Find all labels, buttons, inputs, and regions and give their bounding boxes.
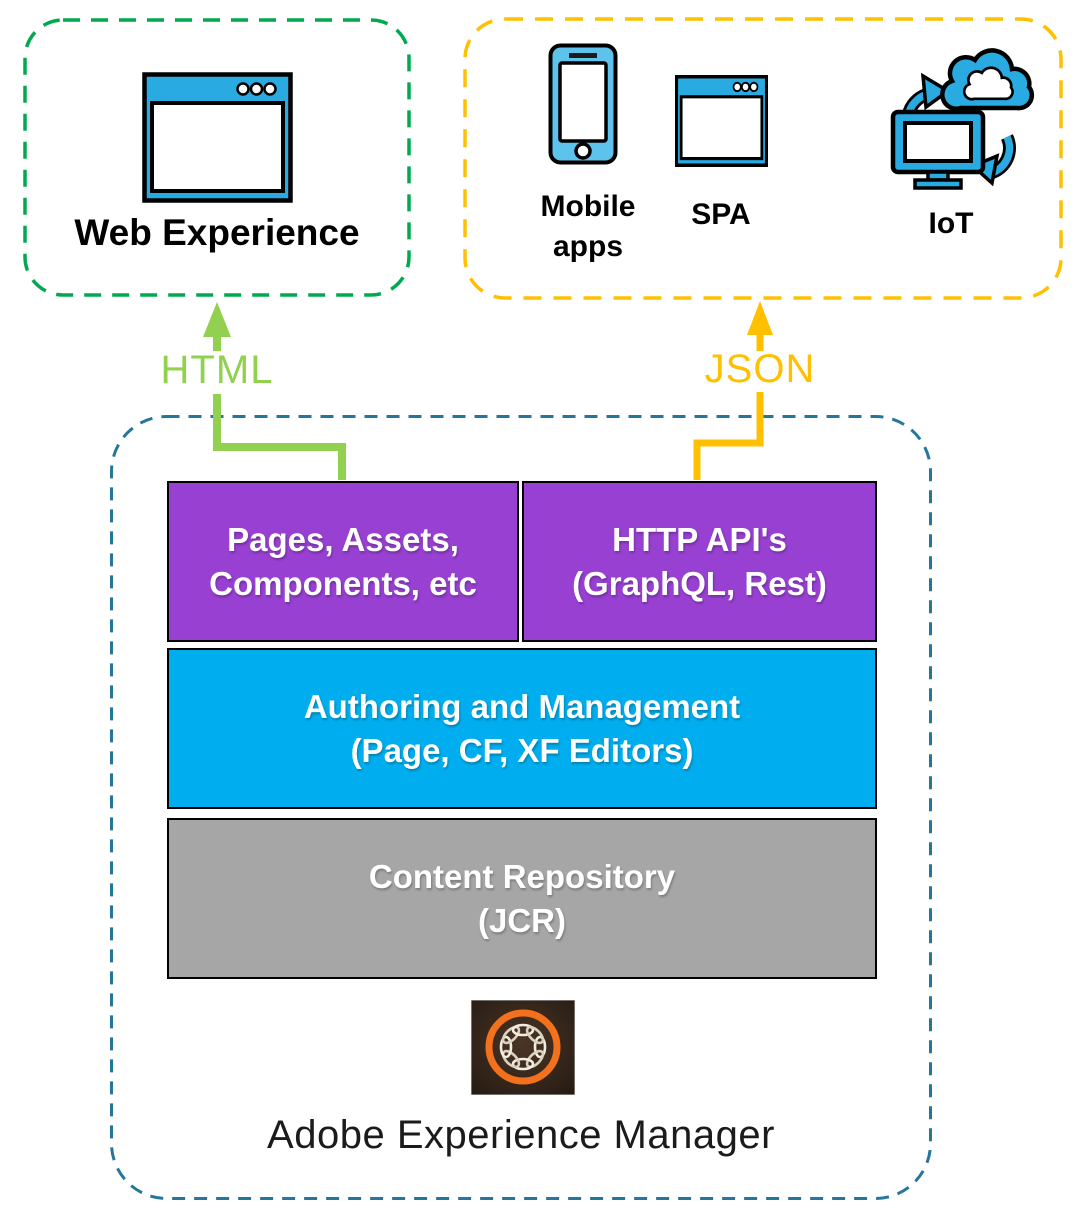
mobile-apps-label-line2: apps bbox=[552, 230, 624, 263]
iot-label: IoT bbox=[928, 207, 974, 240]
pages-box-line1: Pages, Assets, bbox=[227, 520, 459, 558]
api-box-line1: HTTP API's bbox=[612, 520, 787, 558]
aem-caption: Adobe Experience Manager bbox=[267, 1113, 775, 1157]
authoring-box-line2: (Page, CF, XF Editors) bbox=[350, 731, 694, 769]
content-repository-box: Content Repository (JCR) bbox=[167, 818, 877, 979]
adobe-experience-manager-logo-icon bbox=[470, 999, 576, 1096]
mobile-apps-label-line1: Mobile bbox=[540, 190, 636, 223]
headless-channels-group: Mobile apps SPA bbox=[463, 17, 1063, 300]
http-apis-box: HTTP API's (GraphQL, Rest) bbox=[522, 481, 877, 642]
json-connector-label: JSON bbox=[704, 347, 816, 391]
authoring-box-line1: Authoring and Management bbox=[303, 687, 741, 725]
aem-group: Pages, Assets, Components, etc HTTP API'… bbox=[110, 415, 932, 1200]
pages-box-line2: Components, etc bbox=[209, 564, 477, 602]
repository-box-line2: (JCR) bbox=[478, 901, 566, 939]
pages-assets-components-box: Pages, Assets, Components, etc bbox=[167, 481, 519, 642]
mobile-phone-icon bbox=[548, 43, 618, 165]
mobile-apps-label: Mobile apps bbox=[498, 187, 678, 267]
repository-box-line1: Content Repository bbox=[368, 857, 676, 895]
browser-icon bbox=[142, 72, 293, 203]
api-box-line2: (GraphQL, Rest) bbox=[572, 564, 827, 602]
authoring-management-box: Authoring and Management (Page, CF, XF E… bbox=[167, 648, 877, 809]
html-connector-label: HTML bbox=[160, 348, 274, 392]
web-experience-group: Web Experience bbox=[23, 18, 411, 297]
iot-cloud-sync-icon bbox=[888, 40, 1038, 190]
spa-label: SPA bbox=[691, 198, 751, 231]
spa-browser-icon bbox=[675, 75, 768, 167]
web-experience-label: Web Experience bbox=[74, 212, 360, 253]
